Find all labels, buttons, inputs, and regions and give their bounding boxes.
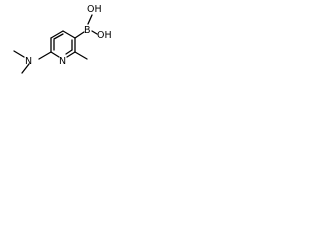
- amine-nitrogen-label: N: [25, 56, 32, 67]
- bond-c4-c5-inner: [53, 33, 64, 40]
- bond-c2-methyl: [74, 51, 88, 60]
- bond-amine-methyl-left: [13, 50, 25, 58]
- bond-n1-c2: [66, 51, 76, 58]
- bond-c3-c4: [62, 30, 76, 39]
- hydroxyl-top-label: OH: [87, 4, 102, 15]
- bond-n1-c2-inner: [65, 49, 73, 55]
- ring-nitrogen-label: N: [59, 56, 66, 67]
- hydroxyl-right-label: OH: [97, 30, 112, 41]
- bond-amine-methyl-down: [21, 63, 30, 74]
- boron-label: B: [84, 25, 91, 36]
- bond-c3-boron: [74, 31, 85, 39]
- bond-boron-oh-top: [87, 14, 93, 25]
- bond-boron-oh-right: [91, 30, 98, 35]
- bond-c6-amine: [38, 51, 52, 60]
- bond-c6-n1: [50, 51, 60, 58]
- chemical-structure: B OH OH N N: [13, 4, 112, 74]
- bond-c4-c5: [50, 30, 64, 39]
